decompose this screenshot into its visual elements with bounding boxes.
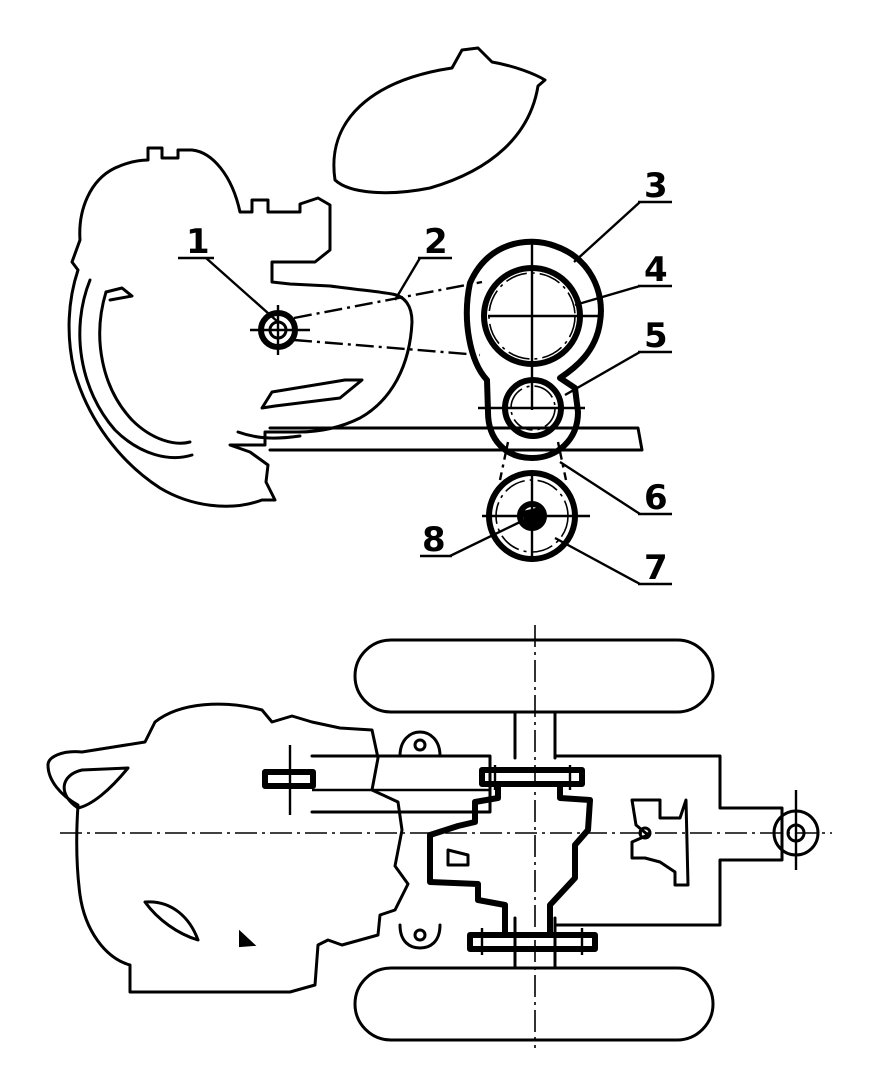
rear-axle-end <box>772 790 820 870</box>
label-3: 3 <box>644 166 668 206</box>
frame-rail <box>268 426 644 452</box>
rear-axle <box>517 501 547 531</box>
gearbox-housing-outer <box>463 238 604 461</box>
label-8: 8 <box>422 520 446 560</box>
fuel-tank <box>332 46 547 195</box>
wheel-upper-hub <box>513 710 557 760</box>
label-2: 2 <box>424 222 448 262</box>
gearbox-flange-lower <box>467 928 598 955</box>
engine-top-fin <box>143 900 200 942</box>
label-7: 7 <box>644 548 668 588</box>
engine-sprocket <box>250 305 310 355</box>
gearbox-shift-box <box>446 848 470 867</box>
label-1: 1 <box>186 222 210 262</box>
secondary-chain <box>498 441 568 481</box>
cylinder-fin-cap <box>104 286 134 302</box>
wheel-upper <box>353 638 715 714</box>
cylinder-fin-outer <box>78 278 194 459</box>
engine-top-outline <box>46 702 410 994</box>
gearbox-flange-upper <box>479 765 585 790</box>
engine-intake-loop <box>62 766 130 810</box>
leader-lines <box>178 200 672 586</box>
engine-body-outline <box>67 146 414 508</box>
side-view <box>67 46 644 562</box>
label-4: 4 <box>644 250 668 290</box>
top-view <box>46 625 832 1048</box>
rear-hub <box>630 798 690 887</box>
label-5: 5 <box>644 316 668 356</box>
crankcase-arc <box>236 430 302 440</box>
vent-slot <box>260 378 364 410</box>
chain-case <box>310 754 492 814</box>
frame-bracket-upper <box>398 730 442 758</box>
gearbox-frame <box>553 754 784 927</box>
cylinder-fin-inner <box>98 290 192 445</box>
engine-sprocket-shaft <box>262 745 316 815</box>
primary-chain <box>293 280 483 357</box>
label-6: 6 <box>644 478 668 518</box>
gearbox-body <box>427 783 593 938</box>
engine-top-notch <box>239 929 257 948</box>
part-labels: 1 2 3 4 5 6 7 8 <box>186 166 668 588</box>
frame-bracket-lower <box>398 923 442 950</box>
wheel-lower <box>353 966 715 1042</box>
